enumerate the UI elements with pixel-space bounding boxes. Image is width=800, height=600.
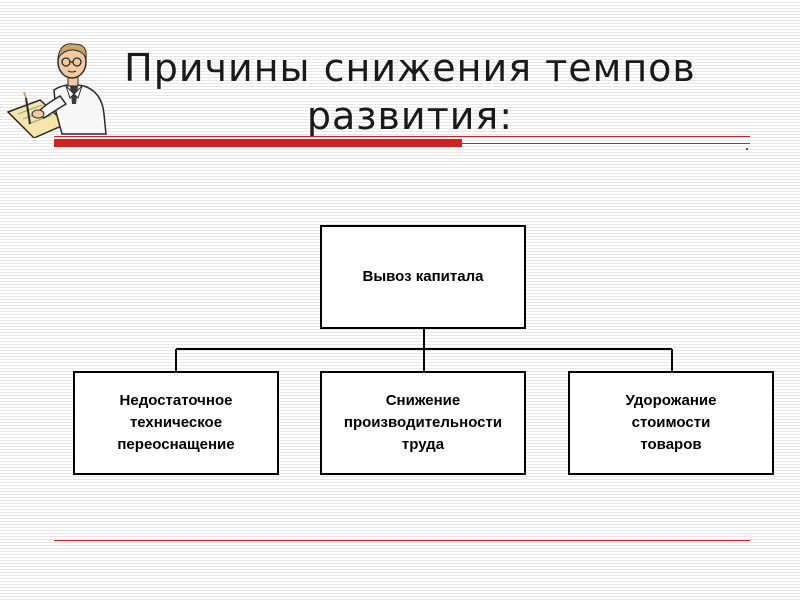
root-box: Вывоз капитала [320,225,526,329]
title-rule-thin [54,136,750,137]
writing-man-clipart-icon [6,43,107,138]
child-box-left: Недостаточное техническое переоснащение [73,371,279,475]
child-box-right: Удорожание стоимости товаров [568,371,774,475]
title-rule-thin-right [462,143,750,144]
title-rule-dot [746,148,748,150]
child-box-center: Снижение производительности труда [320,371,526,475]
slide-title: Причины снижения темпов развития: [124,46,696,138]
footer-rule [54,540,750,541]
title-rule-thick [54,139,462,147]
